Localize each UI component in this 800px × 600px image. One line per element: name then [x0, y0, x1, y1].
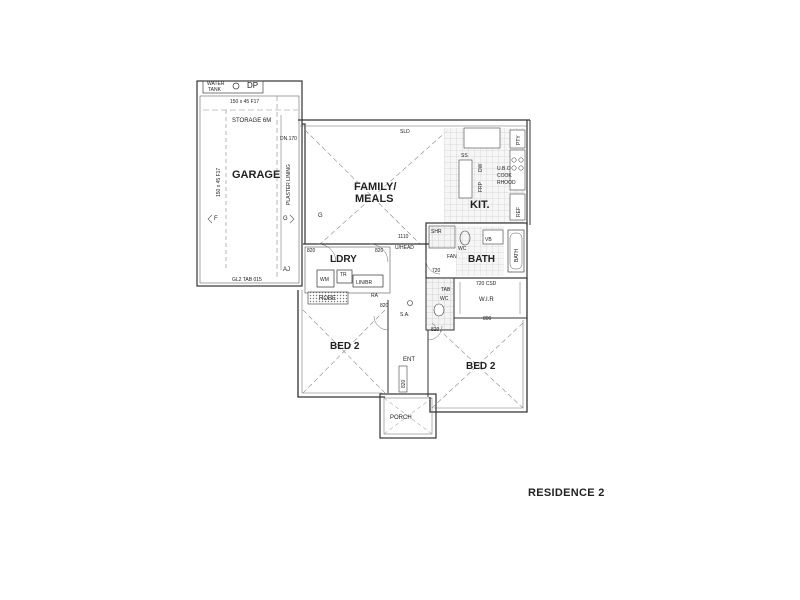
- porch-label: PORCH: [390, 415, 412, 421]
- ubo-label: U.B.O: [497, 166, 511, 172]
- entry-label: ENT: [403, 357, 415, 363]
- cook-label: COOK: [497, 173, 512, 179]
- door-800: 800: [483, 316, 492, 322]
- door-820-b: 820: [375, 248, 384, 254]
- sa-label: S.A.: [400, 312, 409, 318]
- sld-label: SLD: [400, 129, 410, 135]
- u-head-label: U/HEAD: [395, 245, 414, 251]
- family-meals-area: [298, 119, 531, 245]
- fan-label: FAN: [447, 254, 457, 260]
- wet-area-labels: 820 820 1110 U/HEAD LDRY WM TR LIN/BR RO…: [307, 229, 520, 333]
- family-room-label-line1: FAMILY/: [354, 181, 396, 193]
- ref-label: REF: [516, 207, 522, 217]
- laundry-room-label: LDRY: [330, 254, 357, 265]
- door-720-csd: 720 CSD: [476, 281, 497, 287]
- water-tank-label-1: WATER: [207, 81, 225, 87]
- dw-label: DW: [478, 163, 484, 172]
- ra-label: RA: [371, 293, 379, 299]
- lin-br-label: LIN/BR: [356, 280, 373, 286]
- plaster-lining-label: PLASTER LINING: [286, 164, 292, 205]
- vb-label: VB: [485, 237, 492, 243]
- bedroom-area: [297, 278, 528, 439]
- ss-label: SS: [461, 153, 468, 159]
- water-tank-label-2: TANK: [208, 87, 222, 93]
- tab-label: TAB: [441, 287, 451, 293]
- wc-label: WC: [458, 246, 467, 252]
- family-kitchen-labels: SLD FAMILY/ MEALS KIT. SS DW FRP U.B.O C…: [354, 129, 522, 217]
- pty-label: PTY: [516, 135, 522, 145]
- wc2-label: WC: [440, 296, 449, 302]
- bath-tub-label: BATH: [514, 249, 520, 262]
- family-room-label-line2: MEALS: [355, 193, 394, 205]
- downpipe-label: DP: [247, 81, 258, 90]
- door-820-a: 820: [307, 248, 316, 254]
- bed2-left-label: BED 2: [330, 341, 360, 352]
- door-820-e: 820: [401, 379, 407, 388]
- residence-caption: RESIDENCE 2: [528, 487, 605, 499]
- kitchen-room-label: KIT.: [470, 199, 490, 211]
- door-1110: 1110: [398, 234, 409, 240]
- bedroom-labels: BED 2 BED 2 ENT 820 PORCH: [330, 341, 496, 421]
- garage-room-label: GARAGE: [232, 169, 280, 181]
- door-720: 720: [432, 268, 441, 274]
- bath-room-label: BATH: [468, 254, 495, 265]
- garage-labels: WATER TANK DP 150 x 45 F17 STORAGE 6M DN…: [207, 81, 323, 283]
- tr-label: TR: [340, 272, 347, 278]
- door-820-c: 820: [380, 303, 389, 309]
- beam-label: 150 x 45 F17: [230, 99, 259, 105]
- beam-vertical-label: 150 x 45 F17: [216, 168, 222, 197]
- shr-label: SHR: [431, 229, 442, 235]
- bed2-right-label: BED 2: [466, 361, 496, 372]
- rhood-label: RHOOD: [497, 180, 516, 186]
- dn170-label: DN.170: [280, 136, 297, 142]
- wir-label: W.I.R: [479, 297, 494, 303]
- gl2-label: GL2 TAB 015: [232, 277, 262, 283]
- garage-area: [196, 80, 303, 287]
- f-label: F: [214, 216, 218, 222]
- wet-areas: [303, 222, 528, 331]
- wm-label: WM: [320, 277, 329, 283]
- robe-label: ROBE: [319, 296, 336, 302]
- storage-label: STORAGE 6M: [232, 118, 271, 124]
- frp-label: FRP: [478, 181, 484, 192]
- door-820-d: 820: [431, 327, 440, 333]
- g-label-2: G: [318, 213, 323, 219]
- aj-label: AJ: [283, 267, 290, 273]
- g-label-1: G: [283, 216, 288, 222]
